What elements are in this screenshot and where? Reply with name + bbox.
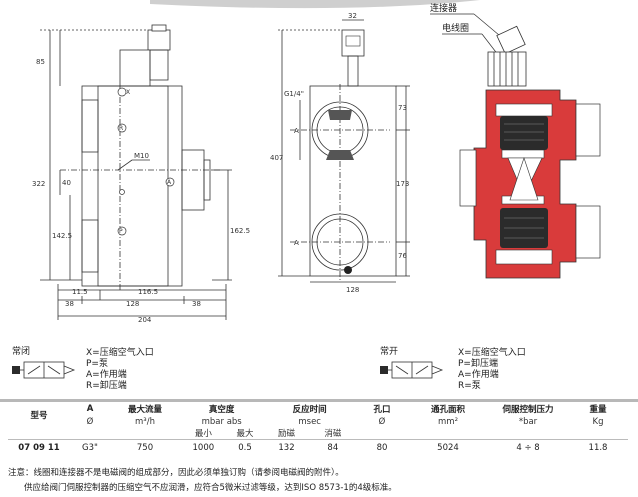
dim-38-left: 38 (65, 300, 74, 308)
nc-legend-line-3: A=作用端 (86, 370, 127, 380)
sub-excite: 励磁 (278, 429, 296, 439)
col-a: A (86, 404, 94, 414)
unit-vacuum: mbar abs (201, 416, 242, 427)
cell-area: 5024 (408, 439, 488, 456)
col-vacuum: 真空度 (208, 405, 235, 415)
dim-38-right: 38 (192, 300, 201, 308)
port-r-label: R (119, 125, 123, 132)
col-orifice: 孔口 (373, 405, 391, 415)
cell-excite: 132 (263, 439, 310, 456)
no-legend-line-3: A=作用端 (458, 370, 499, 380)
unit-orifice: Ø (378, 416, 386, 427)
port-a-label: A (167, 179, 172, 186)
no-legend-line-4: R=泵 (458, 381, 481, 391)
dim-32: 32 (348, 12, 357, 20)
cell-pressure: 4 ÷ 8 (488, 439, 568, 456)
dim-173: 173 (396, 180, 409, 188)
no-legend-line-2: P=卸压端 (458, 359, 498, 369)
nc-legend: X=压缩空气入口 P=泵 A=作用端 R=卸压端 (86, 348, 154, 392)
col-response: 反应时间 (292, 405, 327, 415)
section-view-drawing: 连接器 电线圈 (430, 2, 601, 279)
dim-85: 85 (36, 58, 45, 66)
table-header-row: 型号 A 最大流量 真空度 反应时间 孔口 通孔面积 伺服控制压力 重量 (8, 402, 628, 421)
coil-label: 电线圈 (442, 22, 469, 34)
dim-322: 322 (32, 180, 45, 188)
dim-a-bottom: A (294, 239, 299, 247)
col-weight: 重量 (589, 405, 607, 415)
dim-76: 76 (398, 252, 407, 260)
sub-deexcite: 消磁 (324, 429, 342, 439)
port-x-label: X (126, 89, 130, 96)
header-swoosh (150, 0, 480, 9)
dim-116-5: 116.5 (138, 288, 158, 296)
sub-min: 最小 (194, 429, 212, 439)
front-view-drawing: X R A P 85 322 40 142.5 162.5 M10 11.5 1… (32, 24, 250, 324)
cell-model: 07 09 11 (8, 439, 70, 456)
nc-legend-line-4: R=卸压端 (86, 381, 127, 391)
nc-symbol-diagram (12, 361, 76, 379)
unit-weight: Kg (592, 416, 604, 427)
note-2: 供应给阀门伺服控制器的压缩空气不应润滑，应符合5微米过滤等级，达到ISO 857… (24, 483, 397, 493)
table-row: 07 09 11 G3" 750 1000 0.5 132 84 80 5024… (8, 439, 628, 456)
cell-a: G3" (70, 439, 110, 456)
cell-orifice: 80 (356, 439, 408, 456)
connector-label: 连接器 (430, 2, 457, 14)
table-top-bar (0, 399, 638, 402)
dim-73: 73 (398, 104, 407, 112)
unit-flow: m³/h (135, 416, 155, 427)
side-view-drawing: 32 407 G1/4" A A 73 173 76 128 (270, 12, 410, 294)
note-1: 注意：线圈和连接器不是电磁阀的组成部分，因此必须单独订购（请参阅电磁阀的附件）。 (8, 468, 344, 478)
col-area: 通孔面积 (430, 405, 465, 415)
dim-a-top: A (294, 127, 299, 135)
dim-204: 204 (138, 316, 152, 324)
cell-weight: 11.8 (568, 439, 628, 456)
table-sub-row: 最小 最大 励磁 消磁 (8, 427, 628, 440)
cell-vac-min: 1000 (180, 439, 227, 456)
unit-a: Ø (86, 416, 94, 427)
cell-deexcite: 84 (309, 439, 356, 456)
dim-g14: G1/4" (284, 90, 304, 98)
no-legend: X=压缩空气入口 P=卸压端 A=作用端 R=泵 (458, 348, 526, 392)
spec-table: 型号 A 最大流量 真空度 反应时间 孔口 通孔面积 伺服控制压力 重量 Ø m… (8, 402, 628, 456)
table-units-row: Ø m³/h mbar abs msec Ø mm² *bar Kg (8, 416, 628, 427)
cell-flow: 750 (110, 439, 180, 456)
dim-407: 407 (270, 154, 283, 162)
dim-162-5: 162.5 (230, 227, 250, 235)
port-p-label: P (119, 228, 123, 235)
cell-vac-max: 0.5 (226, 439, 264, 456)
col-servo-pressure: 伺服控制压力 (502, 405, 554, 415)
dim-40: 40 (62, 179, 71, 187)
nc-legend-line-2: P=泵 (86, 359, 108, 369)
dim-11-5: 11.5 (72, 288, 88, 296)
sub-max: 最大 (236, 429, 254, 439)
nc-legend-line-1: X=压缩空气入口 (86, 348, 154, 358)
unit-response: msec (298, 416, 321, 427)
col-model: 型号 (30, 410, 48, 421)
no-legend-line-1: X=压缩空气入口 (458, 348, 526, 358)
dim-128-side: 128 (346, 286, 359, 294)
nc-title: 常闭 (12, 347, 31, 357)
no-title: 常开 (380, 347, 399, 357)
dim-142-5: 142.5 (52, 232, 72, 240)
dim-m10: M10 (134, 152, 149, 160)
unit-pressure: *bar (518, 416, 538, 427)
col-max-flow: 最大流量 (127, 405, 162, 415)
no-symbol-diagram (380, 361, 444, 379)
dim-128-front: 128 (126, 300, 139, 308)
unit-area: mm² (438, 416, 458, 427)
